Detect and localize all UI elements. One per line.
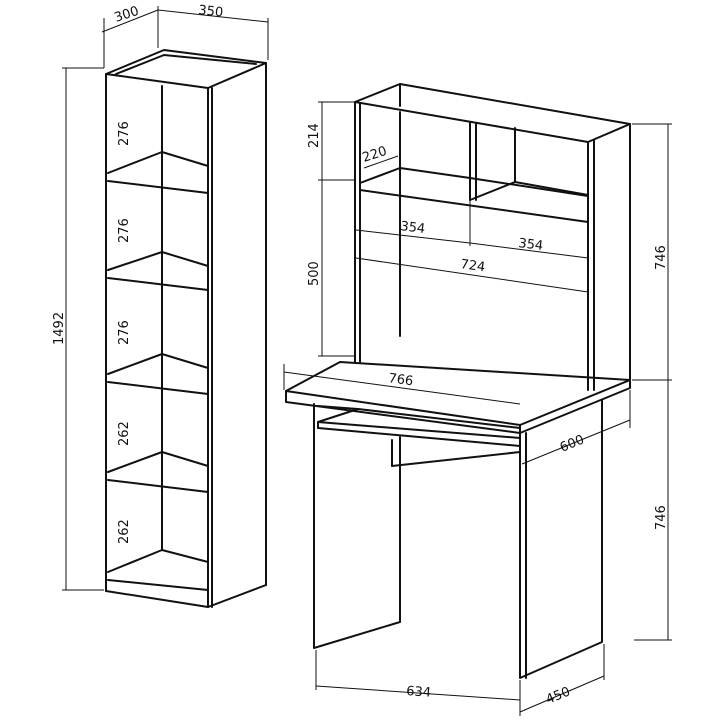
bookcase-height-label: 1492 xyxy=(52,312,67,345)
bookcase-width-label: 350 xyxy=(198,3,224,21)
keyboard-tray xyxy=(317,408,521,439)
hutch-depth-label: 220 xyxy=(361,144,389,166)
hutch-span-label: 500 xyxy=(307,261,322,286)
bookcase xyxy=(62,6,269,608)
desk-top-width-label: 766 xyxy=(387,371,414,389)
bookcase-depth-label: 300 xyxy=(113,4,141,26)
hutch-inner-width-label: 724 xyxy=(459,257,486,275)
desk-height-label: 746 xyxy=(654,505,669,530)
hutch-height-label: 214 xyxy=(307,123,322,148)
hutch xyxy=(354,83,631,391)
desk xyxy=(285,361,631,679)
hutch-top xyxy=(354,83,631,143)
hutch-compartment-left-label: 354 xyxy=(400,219,426,237)
desk-base-width-label: 634 xyxy=(406,684,432,701)
bookcase-shelf-label-5: 262 xyxy=(117,519,132,544)
desk-base-depth-label: 450 xyxy=(544,685,573,708)
hutch-total-height-label: 746 xyxy=(654,245,669,270)
bookcase-shelf-label-1: 276 xyxy=(117,121,132,146)
bookcase-shelf-label-2: 276 xyxy=(117,218,132,243)
bookcase-shelf-label-4: 262 xyxy=(117,421,132,446)
bookcase-dimensions xyxy=(62,6,269,591)
bookcase-shelf-label-3: 276 xyxy=(117,320,132,345)
desk-top-depth-label: 600 xyxy=(558,433,587,456)
hutch-compartment-right-label: 354 xyxy=(518,236,544,254)
hutch-dimensions xyxy=(318,101,672,381)
desk-dimensions xyxy=(283,364,672,716)
bookcase-shelves xyxy=(107,151,209,591)
